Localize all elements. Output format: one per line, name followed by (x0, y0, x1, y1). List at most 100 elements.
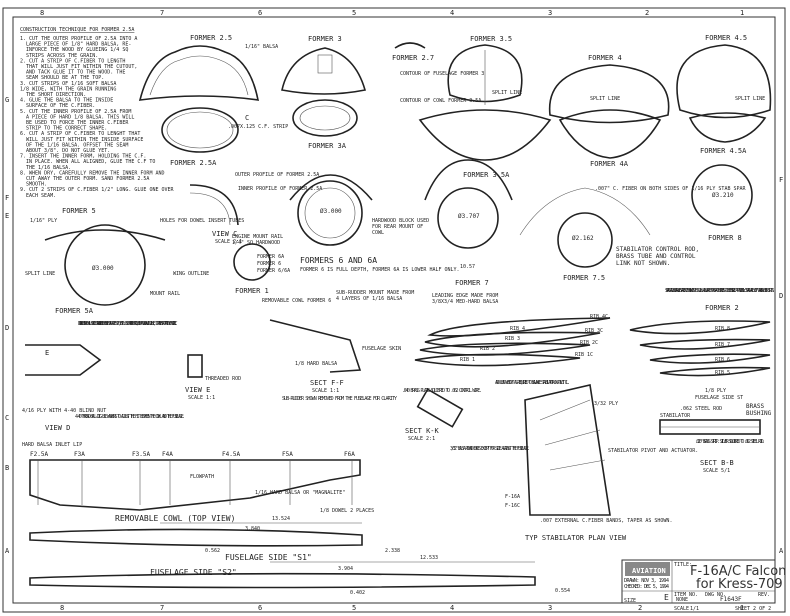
note-line: BE USED TO FORCE THE INNER C.FIBER (26, 120, 129, 126)
label: FORMERS 6 AND 6A (300, 256, 377, 265)
label: .007X.125 C.F. STRIP (228, 124, 288, 130)
dimension: 10.57 (460, 264, 475, 270)
rib-label: RIB 4 (510, 326, 525, 332)
col-label: 4 (450, 9, 454, 17)
note-line: WILL JUST FIT WITHIN THE INSIDE SURFACE (26, 137, 143, 143)
label: REMOVABLE COWL (TOP VIEW) (115, 514, 235, 523)
label: VIEW C (212, 230, 237, 238)
note-line: 1. CUT THE OUTER PROFILE OF 2.5A INTO A (20, 36, 137, 42)
label: FORMER 6 IS FULL DEPTH, FORMER 6A IS LOW… (300, 267, 460, 273)
label: FORMER 2.5A (170, 159, 217, 167)
view-d: DOUBLE ENDED BALL SOCKET SANDWICHED BETW… (22, 321, 185, 432)
label: FORMER 1 (235, 287, 269, 295)
label: HARD BALSA INLET LIP (22, 442, 82, 448)
label: FORMER 4.5 (705, 34, 747, 42)
rib-label: RIB 5 (715, 370, 730, 376)
label: FORMER 8 (708, 234, 742, 242)
label: .007 EXTERNAL C.FIBER BANDS, TAPER AS SH… (540, 518, 672, 524)
label: SCALE 2:1 (215, 239, 242, 245)
rib-label: RIB 2 (480, 346, 495, 352)
former-2-5: FORMER 2.5 1/16" BALSA .007X.125 C.F. ST… (138, 34, 288, 167)
former-3-5: FORMER 3.5 CONTOUR OF FUSELAGE FORMER 3 … (400, 35, 552, 179)
rib-label: RIB 7 (715, 342, 730, 348)
label: SIZE (624, 598, 636, 604)
label: FORMER 3.5 (470, 35, 512, 43)
former-2-7: FORMER 2.7 (392, 42, 434, 62)
note-line: 9. CUT 2 STRIPS OF C.FIBER 1/2" LONG. GL… (20, 187, 175, 193)
label: FORMER 3.5A (463, 171, 510, 179)
label: 1/16" BALSA (245, 44, 278, 50)
label: .040 BRASS PLATE SOLDERED TO .062 CONTRO… (402, 388, 482, 394)
sheet-size: E (664, 593, 669, 602)
wing-ribs: LEADING EDGE MADE FROM 3/8X3/4 MED-HARD … (414, 288, 775, 377)
col-label: 4 (450, 604, 454, 612)
label: .007" C. FIBER ON BOTH SIDES OF 1/16 PLY… (595, 186, 747, 192)
col-label: 7 (160, 604, 164, 612)
dimension: Ø2.162 (572, 235, 594, 242)
label: FUSELAGE SIDE "S1" (225, 553, 312, 562)
note-line: LARGE PIECE OF 1/8" HARD BALSA, RE- (26, 42, 131, 48)
station-label: F3A (74, 451, 85, 458)
dimension: 0.562 (205, 548, 220, 554)
label: THREADED ROD (205, 376, 241, 382)
label: FORMER 2.7 (392, 54, 434, 62)
dimension: 0.402 (350, 590, 365, 596)
label: 1/8 HARD BALSA (295, 361, 337, 367)
item-no: NONE (676, 597, 688, 603)
label: SUB-RUDDER MOUNT MADE FROM 4 LAYERS OF 1… (336, 290, 415, 302)
label: ENGINE MOUNT RAIL 1/4" SQ HARDWOOD (232, 234, 284, 246)
label: SCALE (674, 606, 689, 612)
label: SCALE 1:1 (312, 388, 339, 394)
label: FORMER 7 (455, 279, 489, 287)
label: FLOWPATH (190, 474, 214, 480)
brass-bushing-label: BRASS BUSHING (746, 403, 772, 417)
view-c: OUTER PROFILE OF FORMER 2.5A INNER PROFI… (189, 172, 322, 245)
label: FUSELAGE SKIN (362, 346, 401, 352)
label: FORMER 3A (308, 142, 347, 150)
station-label: F2.5A (30, 451, 48, 458)
note-line: SEAM SHOULD BE AT THE TOP. (26, 75, 104, 81)
row-label: C (5, 414, 9, 422)
note-line: 2. CUT A STRIP OF C.FIBER TO LENGTH (20, 58, 125, 64)
label: FUSELAGE SIDE ST (695, 395, 743, 401)
col-label: 8 (60, 604, 64, 612)
label: FORMER 4A (590, 160, 629, 168)
col-label: 3 (548, 9, 552, 17)
rib-label: RIB 1 (460, 357, 475, 363)
dimension: 0.554 (555, 588, 570, 594)
row-label: B (5, 464, 9, 472)
section-k-k: .040 BRASS PLATE SOLDERED TO .062 CONTRO… (402, 388, 482, 442)
row-label: E (5, 212, 9, 220)
label: ADD LEAD WEIGHT AS REQUIRED TO BALANCE S… (495, 380, 570, 386)
section-b-b: 1/8 PLY FUSELAGE SIDE ST .062 STEEL ROD … (659, 388, 772, 474)
col-label: 1 (740, 9, 744, 17)
label: FORMER 4 (588, 54, 622, 62)
label: ITEM NO. (674, 592, 698, 598)
label: F-16C (505, 503, 520, 509)
label: VIEW E (185, 386, 210, 394)
label: 1/8 DOWEL 2 PLACES (320, 508, 374, 514)
label: SPLIT LINE (25, 271, 55, 277)
former-4-5: FORMER 4.5 SPLIT LINE FORMER 4.5A (676, 34, 772, 155)
row-label: D (5, 324, 9, 332)
dimension: 2.338 (385, 548, 400, 554)
label: 3/32" BALSA ROUND EDGES EXCEPT FOR SIDE … (450, 446, 530, 452)
note-line: 7. INSERT THE INNER FORM, HOLDING THE C.… (20, 154, 146, 160)
label: 1/16 HARD BALSA OR "MAGNALITE" (255, 490, 345, 496)
former-1: FORMER 1 (233, 243, 271, 295)
label: 3/32 PLY (594, 401, 618, 407)
note-line: A PIECE OF HARD 1/8 BALSA. THIS WILL (26, 114, 134, 120)
drawing-number: F1643F (720, 596, 742, 603)
label: .020" BRASS STRIP. SILVER SOLDERED TO .0… (695, 439, 765, 445)
station-label: F4.5A (222, 451, 240, 458)
label: SPARS AND SHEAR WEBS ARE NOT SHOWN IN TH… (665, 288, 775, 294)
label: MOUNT RAIL (150, 291, 180, 297)
label: 4-40 THREAD BALL-DIG USE WASHERS TO ADJU… (75, 414, 185, 420)
view-e: THREADED ROD VIEW E SCALE 1:1 (185, 354, 241, 401)
col-label: 2 (645, 9, 649, 17)
label: FORMER 6A (257, 254, 284, 260)
label: WING OUTLINE (173, 271, 209, 277)
fuselage-side-s2: 12.533 3.904 FUSELAGE SIDE "S2" 0.402 0.… (29, 555, 570, 596)
